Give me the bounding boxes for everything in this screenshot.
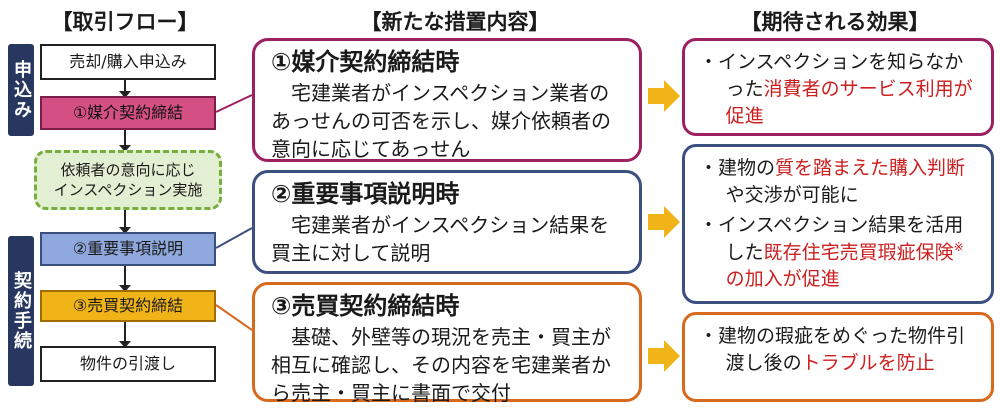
measure-title: ②重要事項説明時 — [271, 180, 460, 208]
measure-title: ①媒介契約締結時 — [271, 48, 460, 76]
effects-header: 【期待される効果】 — [740, 10, 930, 34]
footnote-mark: ※ — [953, 239, 964, 254]
effect-highlight: 消費者のサービス利用が促進 — [725, 77, 973, 127]
application-stage-tag: 申込み — [8, 44, 34, 136]
effect-text: 建物の — [718, 157, 776, 179]
flow-header: 【取引フロー】 — [51, 10, 199, 34]
flow-step-brokerage-contract: ①媒介契約締結 — [40, 96, 216, 130]
effect-item: ・建物の瑕疵をめぐった物件引渡し後のトラブルを防止 — [699, 323, 979, 377]
bullet: ・ — [699, 157, 719, 179]
effect-highlight: 質を踏まえた購入判断 — [775, 157, 966, 179]
bullet: ・ — [699, 213, 719, 236]
measure-sales-contract: ③売買契約締結時 基礎、外壁等の現況を売主・買主が相互に確認し、その内容を宅建業… — [252, 282, 642, 405]
effect-purchase-insurance: ・建物の質を踏まえた購入判断や交渉が可能に ・インスペクション結果を活用した既存… — [682, 144, 994, 304]
flow-step-important-explanation: ②重要事項説明 — [40, 232, 216, 266]
effect-highlight: トラブルを防止 — [801, 351, 935, 374]
measure-body: 宅建業者がインスペクション結果を買主に対して説明 — [271, 213, 610, 265]
flow-step-inspection: 依頼者の意向に応じ インスペクション実施 — [34, 150, 222, 210]
measure-body: 宅建業者がインスペクション業者のあっせんの可否を示し、媒介依頼者の意向に応じてあ… — [271, 81, 611, 161]
effect-text: インスペクション結果を活用した — [718, 213, 964, 264]
bullet: ・ — [699, 325, 719, 347]
effect-highlight: 既存住宅売買瑕疵保険 — [763, 241, 954, 264]
effect-item: ・インスペクションを知らなかった消費者のサービス利用が促進 — [699, 49, 979, 130]
flow-step-sales-contract: ③売買契約締結 — [40, 290, 216, 322]
measures-header: 【新たな措置内容】 — [360, 10, 550, 34]
effect-item: ・建物の質を踏まえた購入判断や交渉が可能に — [699, 155, 979, 209]
bullet: ・ — [699, 51, 719, 73]
measure-body: 基礎、外壁等の現況を売主・買主が相互に確認し、その内容を宅建業者から売主・買主に… — [271, 325, 611, 405]
measure-brokerage-contract: ①媒介契約締結時 宅建業者がインスペクション業者のあっせんの可否を示し、媒介依頼… — [252, 38, 642, 162]
effect-highlight: の加入が促進 — [725, 268, 840, 291]
effect-item: ・インスペクション結果を活用した既存住宅売買瑕疵保険※ の加入が促進 — [699, 212, 979, 293]
measure-important-explanation: ②重要事項説明時 宅建業者がインスペクション結果を買主に対して説明 — [252, 170, 642, 274]
effect-text: や交渉が可能に — [725, 183, 859, 206]
effect-text: インスペクションを知らなかった — [718, 51, 964, 100]
flow-step-application: 売却/購入申込み — [40, 44, 216, 80]
measure-title: ③売買契約締結時 — [271, 292, 460, 320]
effect-text: 建物の瑕疵をめぐった物件引渡し後の — [718, 325, 966, 374]
flow-step-delivery: 物件の引渡し — [40, 346, 216, 382]
effect-trouble-prevention: ・建物の瑕疵をめぐった物件引渡し後のトラブルを防止 — [682, 312, 994, 402]
contract-stage-tag: 契約手続 — [8, 236, 34, 386]
effect-service-usage: ・インスペクションを知らなかった消費者のサービス利用が促進 — [682, 38, 994, 136]
